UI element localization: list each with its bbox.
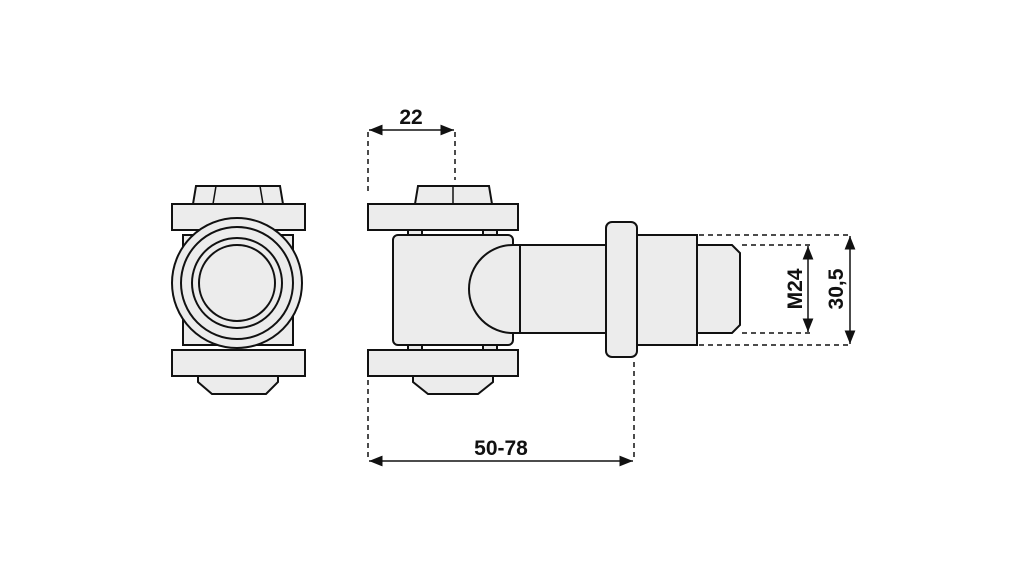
dimension-22: 22 bbox=[367, 106, 456, 195]
top-hex-nut bbox=[191, 185, 285, 205]
pin-end bbox=[198, 244, 276, 322]
dimension-50-78: 50-78 bbox=[367, 362, 635, 467]
threaded-end bbox=[696, 244, 741, 334]
bottom-nut bbox=[197, 375, 279, 395]
bottom-nut bbox=[412, 375, 494, 395]
dimension-label: 30,5 bbox=[825, 268, 848, 309]
side-view bbox=[367, 185, 741, 395]
dimension-label: 50-78 bbox=[474, 437, 528, 460]
dimension-30-5: 30,5 bbox=[699, 234, 856, 346]
bottom-plate bbox=[171, 349, 306, 377]
bottom-plate bbox=[367, 349, 519, 377]
dimension-m24: M24 bbox=[742, 244, 814, 334]
dimension-label: M24 bbox=[784, 268, 807, 309]
dimension-label: 22 bbox=[399, 106, 422, 129]
front-view bbox=[171, 185, 306, 395]
flange bbox=[605, 221, 638, 358]
collar bbox=[636, 234, 698, 346]
top-plate bbox=[367, 203, 519, 231]
